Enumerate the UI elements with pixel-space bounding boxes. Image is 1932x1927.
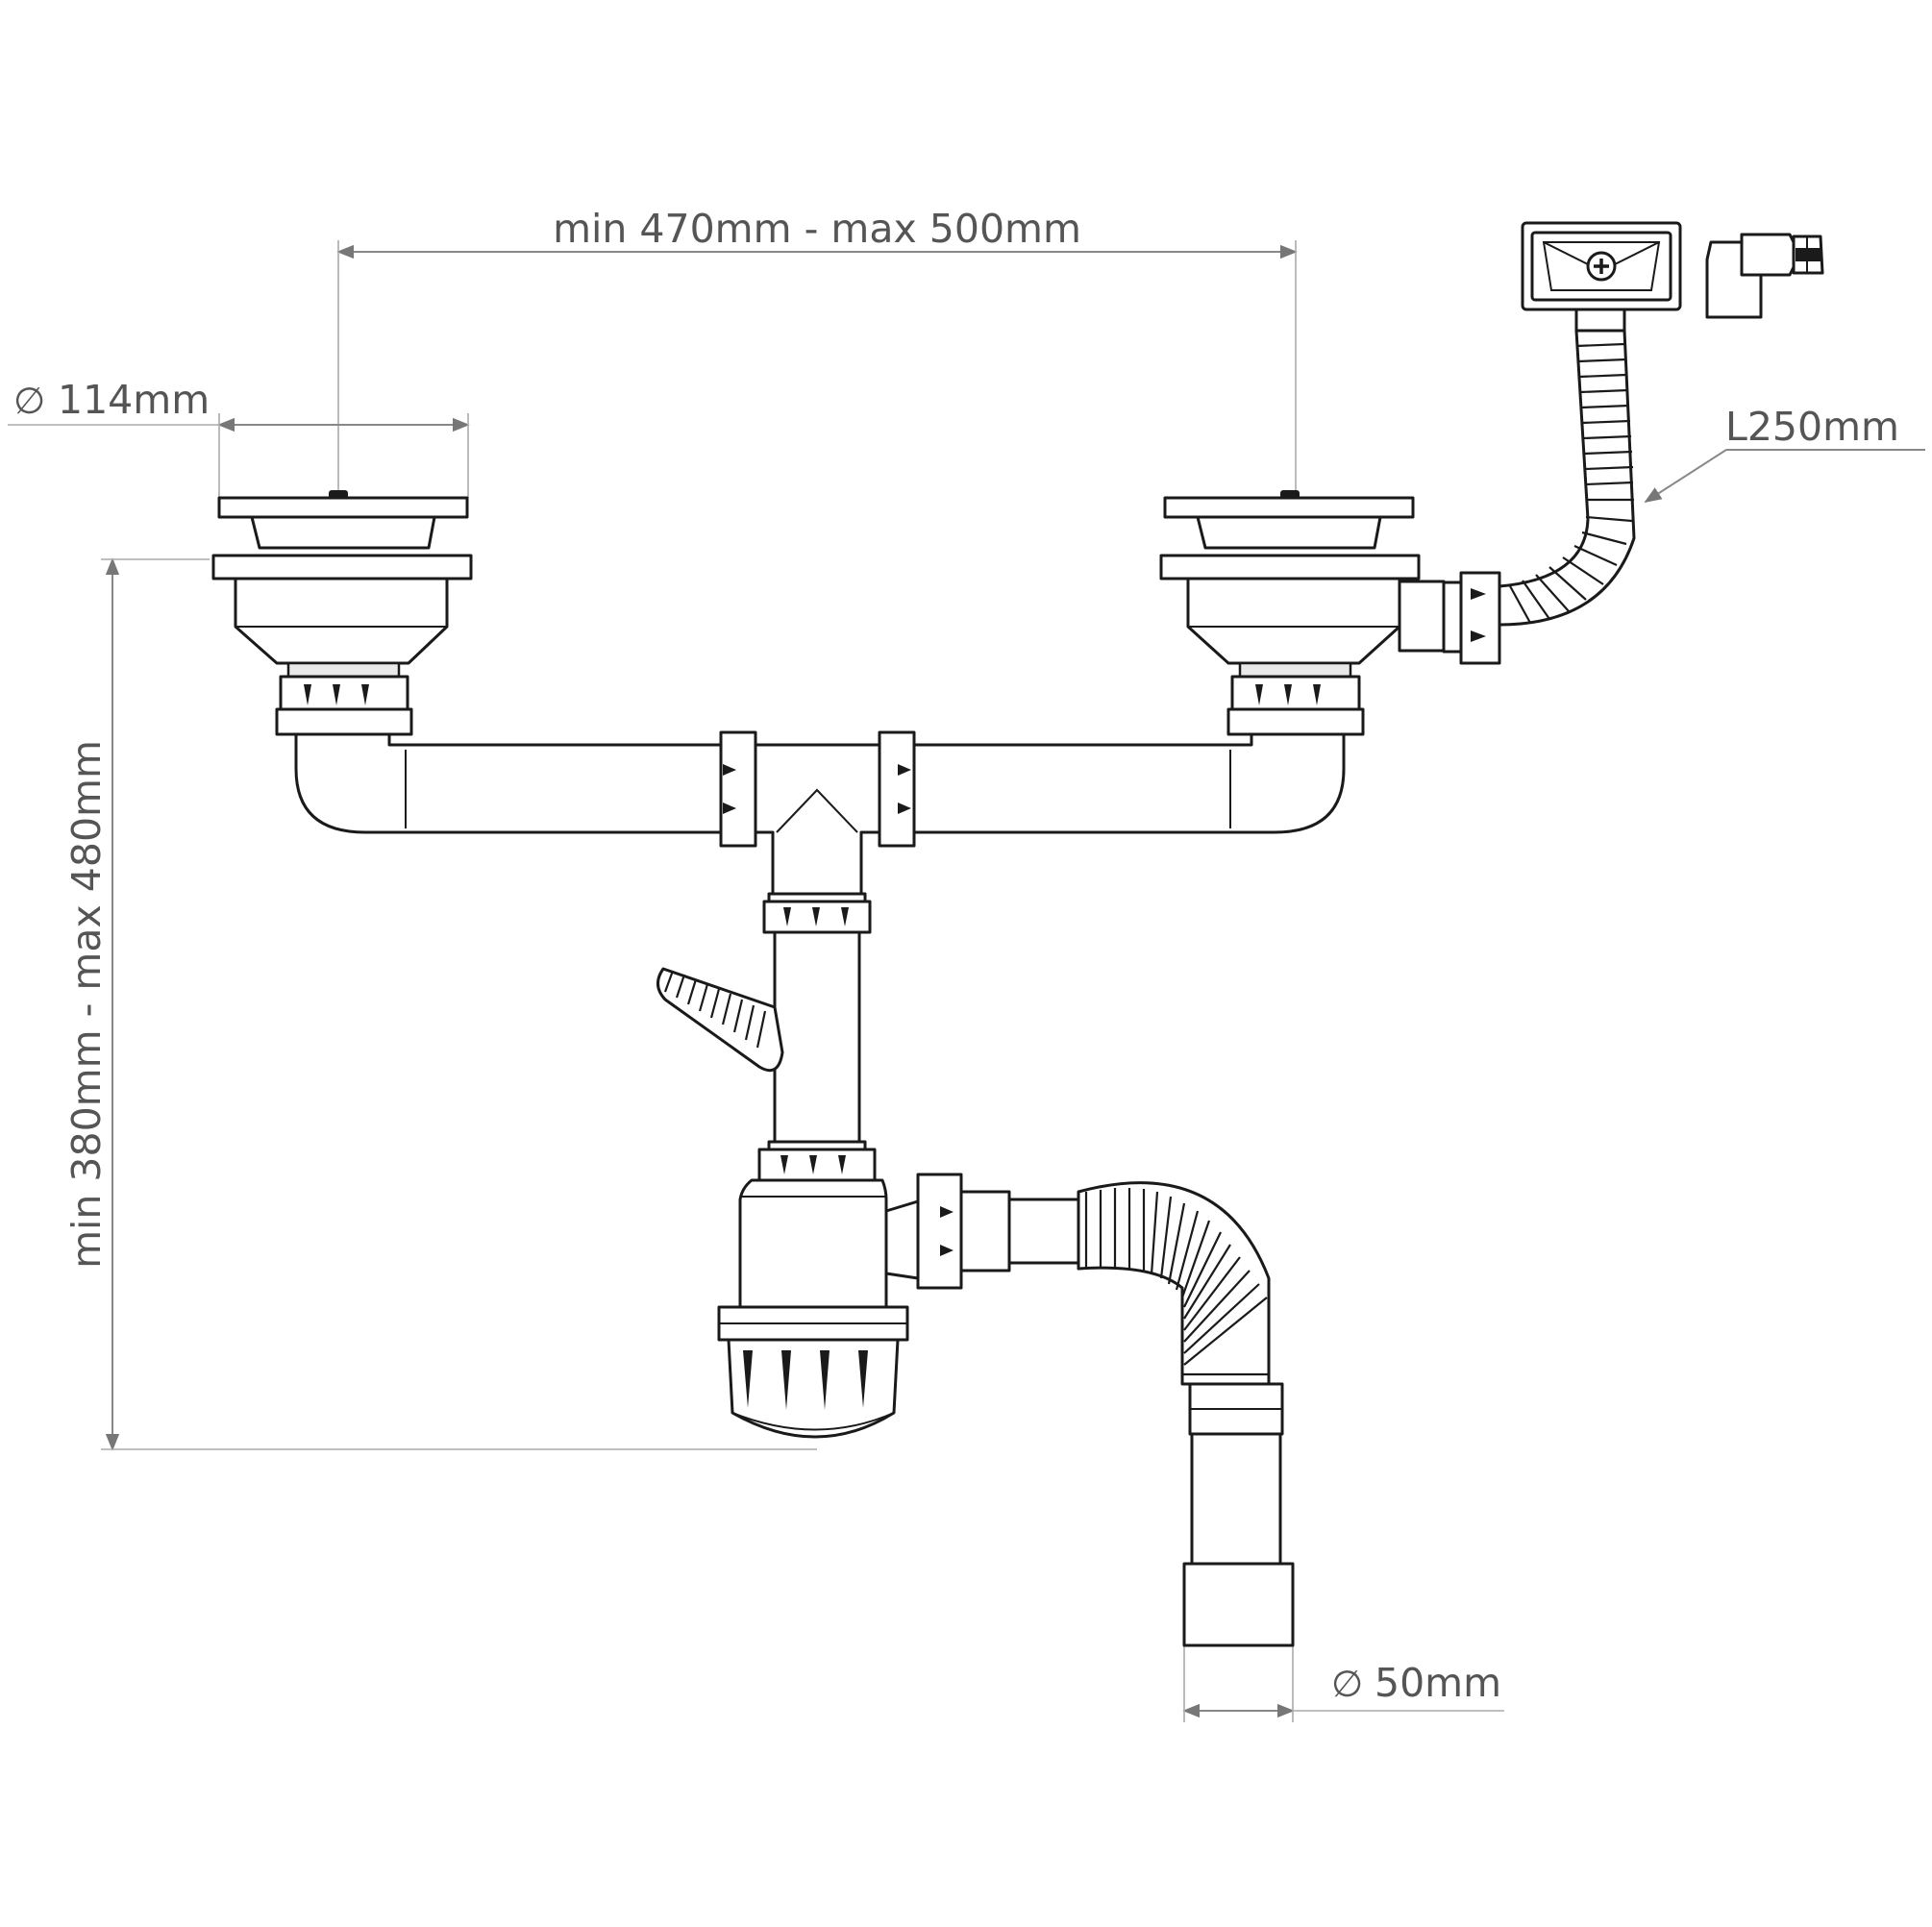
outlet-hose bbox=[884, 1173, 1295, 1647]
bottle-trap bbox=[717, 1140, 909, 1439]
strainer-diameter-dimension: ∅ 114mm bbox=[8, 377, 470, 498]
vertical-pipe bbox=[656, 930, 861, 1144]
strainer-diameter-label: 114mm bbox=[58, 377, 210, 423]
connecting-pipe bbox=[294, 730, 1346, 934]
strainer-distance-label: min 470mm - max 500mm bbox=[553, 206, 1081, 252]
diameter-symbol-icon: ∅ bbox=[1331, 1663, 1363, 1705]
installation-height-label: min 380mm - max 480mm bbox=[63, 740, 110, 1269]
overflow-length-label: L250mm bbox=[1725, 404, 1899, 450]
outlet-diameter-label: 50mm bbox=[1375, 1660, 1501, 1706]
diameter-symbol-icon: ∅ bbox=[13, 380, 45, 422]
strainer-distance-dimension: min 470mm - max 500mm bbox=[336, 206, 1298, 492]
installation-height-dimension: min 380mm - max 480mm bbox=[63, 557, 817, 1451]
right-strainer bbox=[1159, 490, 1446, 736]
overflow-length-dimension: L250mm bbox=[1644, 404, 1925, 503]
left-strainer bbox=[211, 490, 473, 736]
outlet-diameter-dimension: ∅ 50mm bbox=[1182, 1645, 1504, 1722]
overflow-assembly bbox=[1442, 221, 1824, 665]
